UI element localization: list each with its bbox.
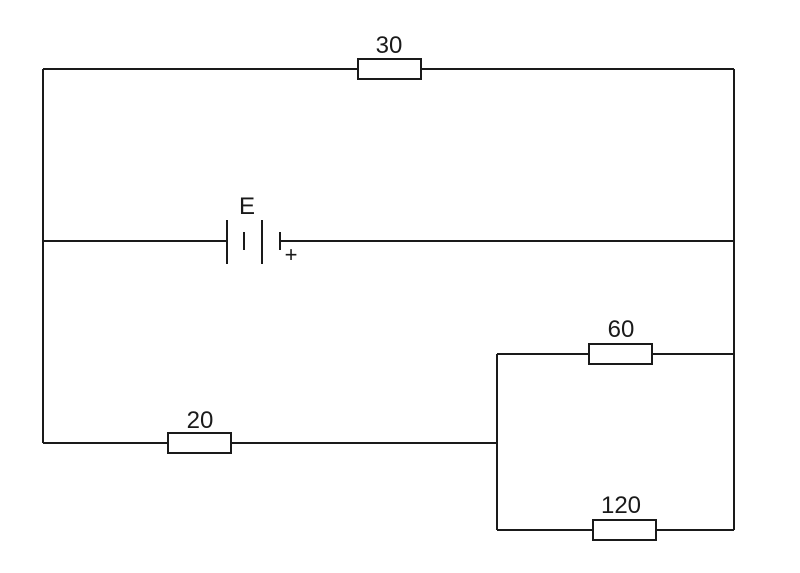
battery-label: E bbox=[239, 193, 255, 220]
resistor-parallel-lower bbox=[592, 519, 657, 541]
battery bbox=[226, 220, 281, 264]
resistor-top bbox=[357, 58, 422, 80]
resistor-parallel-upper-label: 60 bbox=[608, 316, 635, 343]
resistor-bottom-left-label: 20 bbox=[187, 407, 214, 434]
resistor-parallel-upper bbox=[588, 343, 653, 365]
resistor-parallel-lower-label: 120 bbox=[601, 492, 641, 519]
resistor-bottom-left bbox=[167, 432, 232, 454]
wires bbox=[42, 68, 735, 531]
resistor-top-label: 30 bbox=[376, 32, 403, 59]
battery-positive-sign: + bbox=[285, 242, 298, 267]
